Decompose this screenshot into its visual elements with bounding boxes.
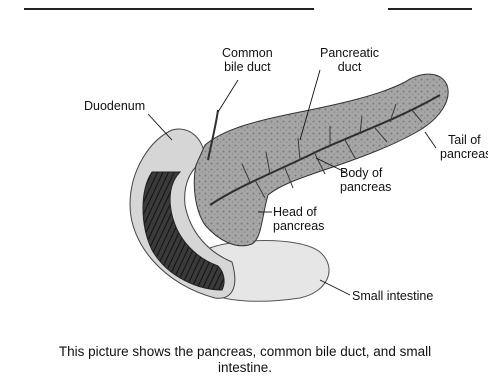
label-pancreatic-duct-line1: Pancreatic xyxy=(320,46,379,60)
label-tail-of-pancreas: Tail of pancreas xyxy=(440,133,488,161)
label-head-line1: Head of xyxy=(273,205,324,219)
caption-line2: intestine. xyxy=(40,360,450,376)
label-body-line2: pancreas xyxy=(340,180,391,194)
label-small-intestine: Small intestine xyxy=(352,289,433,303)
leader-small-intestine xyxy=(320,280,350,295)
leader-duodenum xyxy=(148,114,172,140)
label-common-bile-duct-line1: Common xyxy=(222,46,273,60)
leader-tail xyxy=(425,132,436,148)
label-tail-line1: Tail of xyxy=(440,133,488,147)
label-common-bile-duct-line2: bile duct xyxy=(222,60,273,74)
label-head-line2: pancreas xyxy=(273,219,324,233)
label-tail-line2: pancreas xyxy=(440,147,488,161)
label-body-of-pancreas: Body of pancreas xyxy=(340,166,391,194)
label-pancreatic-duct-line2: duct xyxy=(320,60,379,74)
label-body-line1: Body of xyxy=(340,166,391,180)
label-duodenum: Duodenum xyxy=(84,99,145,113)
caption-line1: This picture shows the pancreas, common … xyxy=(40,344,450,360)
label-head-of-pancreas: Head of pancreas xyxy=(273,205,324,233)
leader-common-bile-duct xyxy=(218,80,238,112)
figure-caption: This picture shows the pancreas, common … xyxy=(40,344,450,376)
label-common-bile-duct: Common bile duct xyxy=(222,46,273,74)
label-pancreatic-duct: Pancreatic duct xyxy=(320,46,379,74)
